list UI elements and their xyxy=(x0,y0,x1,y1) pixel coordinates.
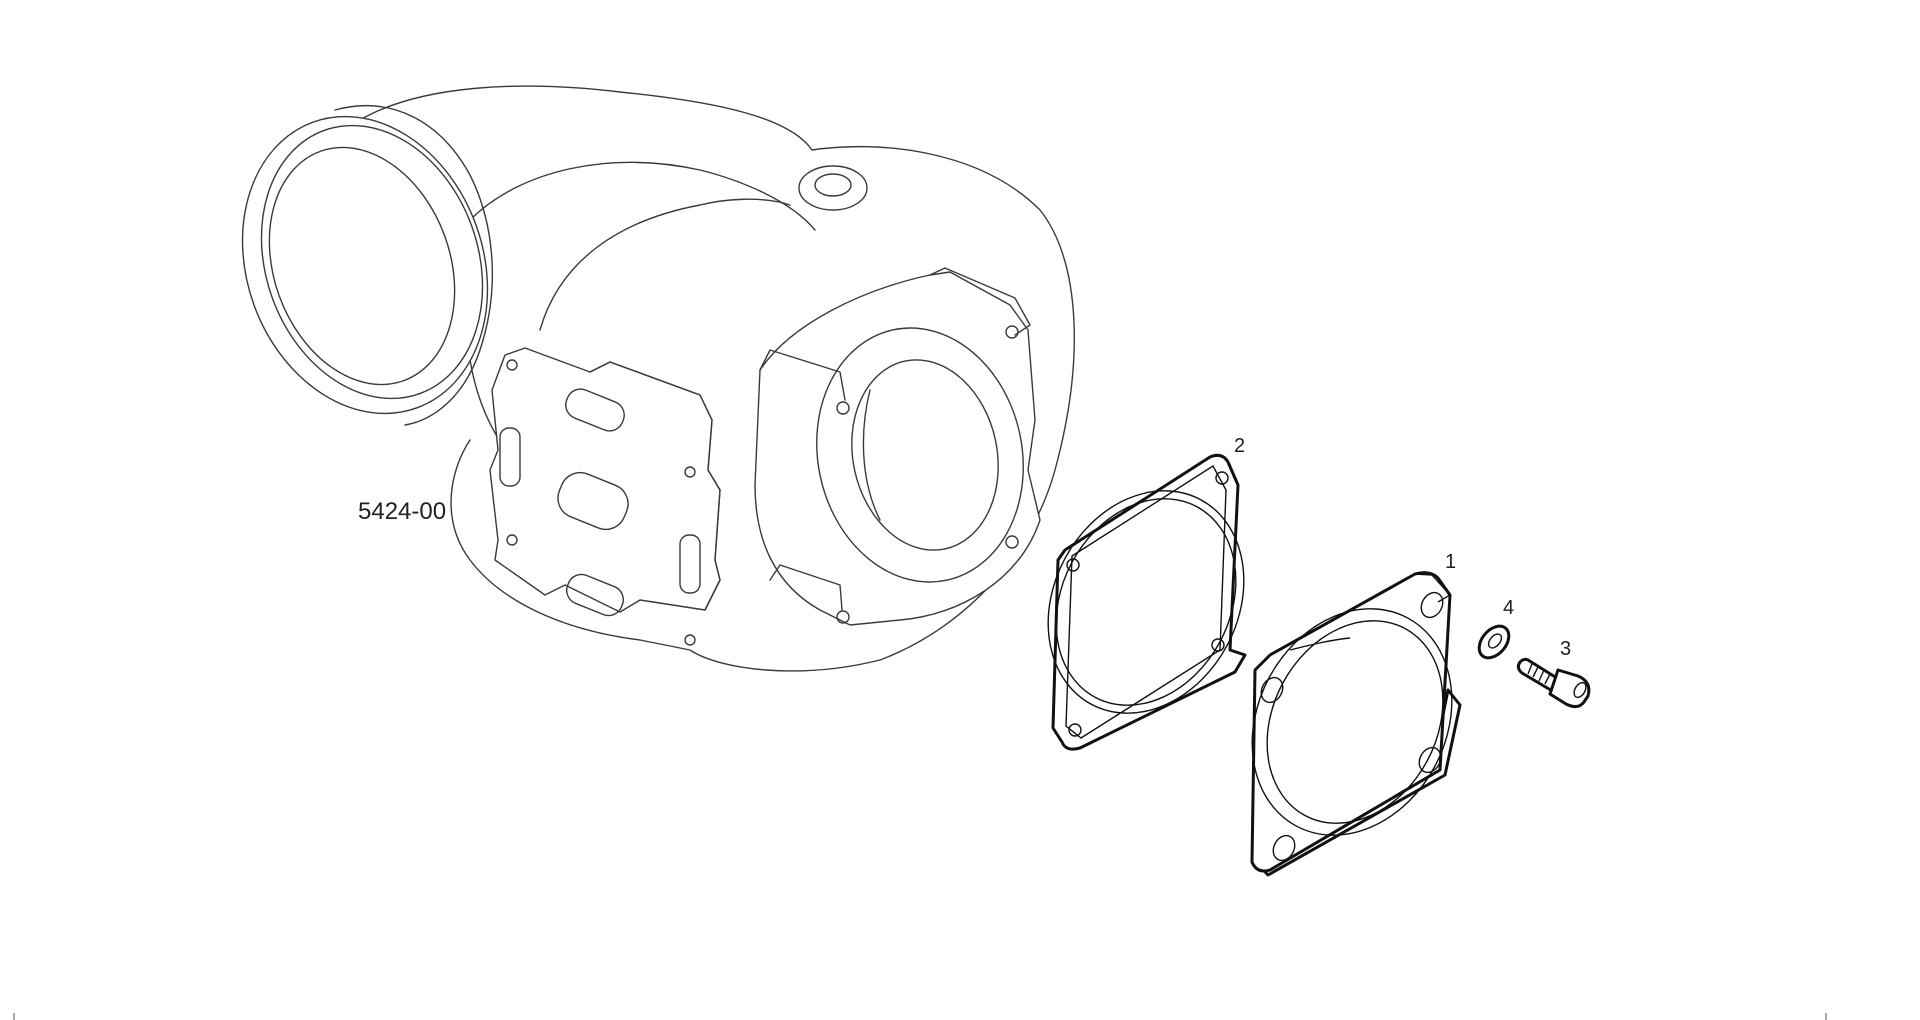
oil-port xyxy=(798,165,868,211)
gasket-bolt-hole xyxy=(1211,638,1225,652)
gasket-bead-outer xyxy=(1047,490,1245,714)
screw-socket xyxy=(1573,681,1587,699)
gasket-bead-inner xyxy=(1055,498,1237,706)
plate-slot-top xyxy=(565,388,625,432)
outlet-flange-boss-left xyxy=(759,349,846,401)
plate-bolt-hole xyxy=(684,466,696,478)
flange-bore-depth xyxy=(1289,637,1351,651)
outlet-bore-depth xyxy=(862,389,881,521)
flange-bolt-hole xyxy=(1420,591,1444,619)
outlet-bolt-hole xyxy=(836,401,850,415)
inlet-ring xyxy=(241,105,494,426)
outlet-flange-boss-bottom xyxy=(769,564,843,611)
screw-head xyxy=(1548,668,1591,709)
inlet-flare xyxy=(334,105,494,426)
turbocharger-assembly xyxy=(241,85,1075,672)
plate-slot-left xyxy=(499,427,521,487)
callout-3: 3 xyxy=(1560,638,1571,660)
plate-bolt-hole xyxy=(506,359,518,371)
flange-bolt-hole xyxy=(1272,834,1296,862)
oil-port-inner xyxy=(814,173,852,197)
oil-port-outer xyxy=(798,165,868,211)
gasket-bolt-hole xyxy=(1215,471,1229,485)
mounting-plate xyxy=(489,347,721,646)
plate-slot-center xyxy=(557,471,629,531)
inlet-ring-inner xyxy=(268,146,456,386)
washer-part xyxy=(1477,624,1511,660)
flange-bolt-hole xyxy=(1418,746,1442,774)
plate-slot-bottom xyxy=(566,573,624,617)
flange-bolt-hole xyxy=(1260,676,1284,704)
outlet-bolt-hole xyxy=(836,610,850,624)
callout-1: 1 xyxy=(1445,551,1456,573)
flange-part xyxy=(1250,571,1462,877)
plate-slot-right xyxy=(679,534,701,594)
gasket-part xyxy=(1047,453,1247,751)
plate-bolt-hole xyxy=(684,634,696,646)
screw-thread xyxy=(1527,663,1551,685)
screw-part xyxy=(1516,657,1591,709)
inlet-ring-rim xyxy=(260,124,484,400)
washer-outer xyxy=(1477,624,1511,660)
outlet-flange-lug-top xyxy=(929,267,1031,336)
screw-shank xyxy=(1516,657,1562,694)
callout-4: 4 xyxy=(1503,597,1514,619)
gasket-bolt-hole xyxy=(1066,558,1080,572)
callout-2: 2 xyxy=(1234,435,1245,457)
mounting-plate-back-edge xyxy=(589,361,721,611)
outlet-bolt-hole xyxy=(1005,535,1019,549)
inlet-ring-outer xyxy=(241,115,489,415)
washer-hole xyxy=(1487,633,1503,649)
outlet-bore-inner xyxy=(851,359,999,551)
gasket-bolt-hole xyxy=(1068,723,1082,737)
flange-top-face xyxy=(1269,573,1452,656)
scroll-inner-line xyxy=(539,198,791,331)
turbocharger-body-outline xyxy=(359,85,1075,672)
plate-bolt-hole xyxy=(506,534,518,546)
gasket-outline xyxy=(1051,453,1247,751)
compressor-scroll xyxy=(469,161,816,231)
turbine-outlet-flange xyxy=(754,267,1041,626)
outlet-bore-outer xyxy=(816,327,1024,583)
assembly-reference-label: 5424-00 xyxy=(358,498,446,525)
outlet-bolt-hole xyxy=(1005,325,1019,339)
flange-bore-outer xyxy=(1251,608,1453,836)
mounting-plate-outline xyxy=(489,347,721,613)
